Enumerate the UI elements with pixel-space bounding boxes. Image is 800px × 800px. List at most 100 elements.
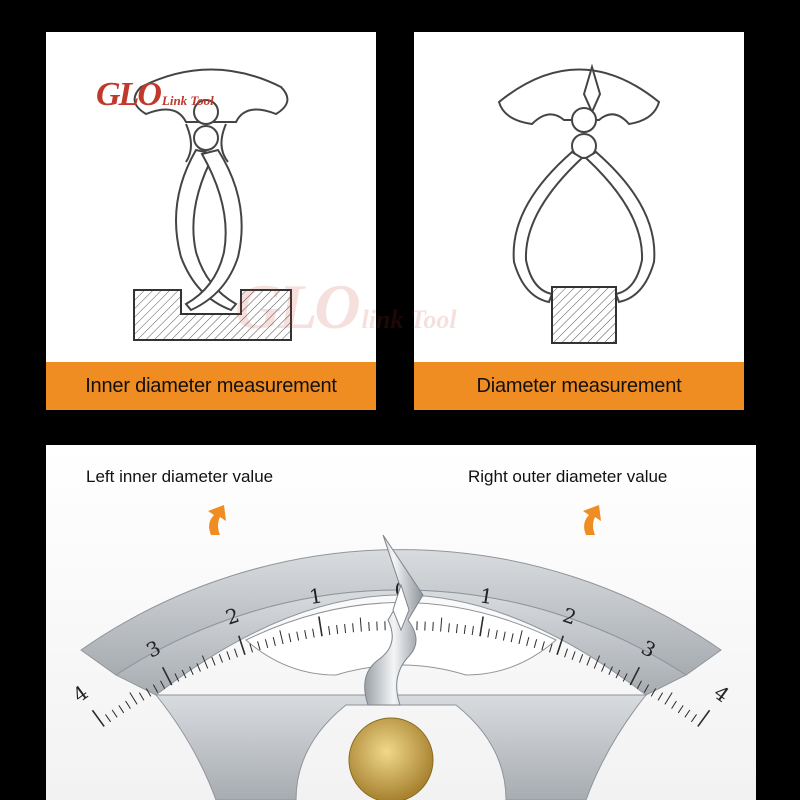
scale-minor-tick (593, 655, 601, 669)
scale-major-tick (318, 616, 323, 637)
scale-minor-tick (181, 669, 187, 679)
pivot-upper (571, 107, 597, 133)
scale-minor-tick (432, 621, 434, 632)
brand-logo: GLO Link Tool (96, 76, 214, 113)
pivot-lower (571, 133, 597, 159)
caliper-leg-right (584, 150, 656, 304)
scale-minor-tick (636, 680, 642, 689)
scale-minor-tick (643, 684, 650, 693)
scale-minor-tick (279, 630, 284, 645)
scale-minor-tick (145, 688, 152, 697)
caption-inner-diameter: Inner diameter measurement (85, 374, 337, 397)
inner-diameter-panel: GLO Link Tool Inner diameter measurement (46, 32, 376, 410)
scale-minor-tick (288, 633, 292, 643)
scale-minor-tick (526, 637, 530, 646)
scale-minor-tick (549, 643, 553, 653)
brand-watermark: GLO link Tool (235, 271, 457, 342)
scale-minor-tick (571, 651, 576, 661)
scale-minor-tick (272, 637, 276, 646)
caption-bar-right: Diameter measurement (414, 362, 744, 410)
scale-minor-tick (234, 648, 238, 658)
scale-minor-tick (174, 673, 180, 682)
scale-minor-tick (125, 700, 131, 709)
scale-minor-tick (677, 705, 684, 714)
left-orange-arrow-icon (208, 505, 226, 535)
scale-minor-tick (502, 631, 506, 641)
workpiece-block (551, 286, 617, 344)
caliper-leg-left (175, 148, 238, 312)
scale-minor-tick (518, 630, 523, 645)
scale-minor-tick (579, 654, 584, 663)
scale-minor-tick (344, 624, 347, 634)
scale-minor-tick (152, 684, 159, 693)
scale-minor-tick (541, 641, 545, 651)
needle-pointer (364, 534, 424, 706)
caliper-arc (497, 68, 661, 126)
caliper-leg-right (184, 148, 243, 312)
scale-minor-tick (138, 692, 145, 701)
scale-minor-tick (118, 705, 125, 714)
scale-minor-tick (359, 617, 362, 632)
scale-closeup-panel: Left inner diameter value Right outer di… (46, 445, 756, 800)
scale-minor-tick (657, 692, 664, 701)
scale-minor-tick (471, 626, 474, 636)
scale-minor-tick (650, 688, 657, 697)
scale-major-tick (479, 616, 484, 637)
right-outer-diameter-label: Right outer diameter value (468, 467, 668, 486)
scale-minor-tick (615, 669, 621, 679)
scale-minor-tick (533, 639, 538, 649)
inner-caliper-illustration (133, 68, 292, 341)
scale-minor-tick (336, 624, 339, 635)
scale-minor-tick (564, 648, 568, 658)
scale-minor-tick (249, 643, 253, 653)
scale-major-tick (629, 666, 641, 686)
scale-minor-tick (352, 623, 354, 633)
scale-minor-tick (211, 656, 216, 666)
scale-body (154, 694, 648, 800)
scale-minor-tick (601, 663, 606, 672)
scale-minor-tick (671, 700, 677, 709)
diameter-panel: Diameter measurement (414, 32, 744, 410)
scale-major-tick (161, 666, 173, 686)
brass-pivot (348, 717, 434, 800)
scale-minor-tick (129, 692, 138, 705)
scale-minor-tick (111, 709, 118, 718)
left-inner-diameter-label: Left inner diameter value (86, 467, 274, 486)
scale-minor-tick (690, 714, 697, 723)
caliper-leg-left (512, 150, 584, 304)
scale-minor-tick (218, 654, 223, 663)
scale-tick-label: 1 (307, 583, 323, 609)
scale-minor-tick (455, 624, 458, 634)
scale-minor-tick (440, 617, 443, 632)
scale-minor-tick (510, 633, 514, 643)
scale-minor-tick (495, 630, 498, 640)
pivot-upper (193, 99, 219, 125)
scale-minor-tick (304, 630, 307, 640)
scale-minor-tick (328, 626, 331, 636)
scale-minor-tick (105, 714, 112, 723)
scale-tick-label: 4 (68, 680, 92, 707)
scale-major-tick (91, 709, 105, 727)
scale-minor-tick (226, 651, 231, 661)
caliper-arc (133, 68, 289, 123)
scale-minor-tick (257, 641, 261, 651)
scale-major-tick (697, 709, 711, 727)
workpiece-groove (133, 289, 292, 341)
scale-tick-label: 4 (709, 680, 733, 707)
scale-minor-tick (264, 639, 269, 649)
scale-major-tick (556, 635, 564, 655)
scale-minor-tick (622, 673, 628, 682)
scale-minor-tick (312, 628, 315, 638)
outer-caliper-illustration (497, 63, 661, 344)
scale-minor-tick (608, 666, 613, 675)
caption-bar-left: Inner diameter measurement (46, 362, 376, 410)
scale-tick-label: 1 (478, 583, 494, 609)
scale-minor-tick (487, 628, 490, 638)
caption-diameter: Diameter measurement (476, 374, 682, 397)
scale-minor-tick (189, 666, 194, 675)
scale-minor-tick (463, 624, 466, 635)
scale-minor-tick (586, 656, 591, 666)
scale-minor-tick (368, 621, 370, 632)
scale-minor-tick (684, 709, 691, 718)
scale-minor-tick (296, 631, 300, 641)
